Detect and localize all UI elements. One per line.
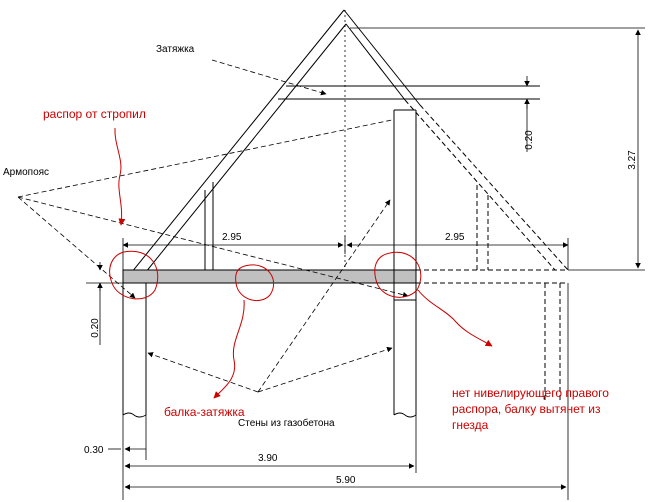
dim-label-inner-span: 3.90 [258, 453, 278, 464]
collar-tie [278, 85, 540, 100]
red-highlight-circles [109, 250, 422, 302]
dim-label-wall-thickness: 0.30 [84, 445, 104, 456]
circle-left-support [109, 250, 159, 300]
right-wall [393, 109, 417, 418]
dim-beam-height [86, 262, 123, 345]
tie-beam-extension [416, 269, 568, 284]
left-post [204, 182, 214, 270]
leader-ring-beam [17, 119, 409, 299]
dim-label-half-span-left: 2.95 [222, 232, 242, 243]
arrow-no-right-thrust [417, 289, 493, 347]
right-wall-dashed [544, 283, 561, 400]
dim-label-ridge-height: 3.27 [627, 150, 638, 170]
dim-label-total-span: 5.90 [336, 475, 356, 486]
left-wall [122, 283, 147, 418]
note-no-right-thrust-2: распора, балку вытянет из [452, 402, 601, 416]
label-walls: Стены из газобетона [238, 417, 335, 429]
right-rafter [343, 9, 421, 106]
note-beam-tie: балка-затяжка [164, 405, 245, 419]
dim-half-span-right [346, 238, 569, 270]
leader-walls [147, 199, 393, 393]
arrow-rafter-thrust [114, 127, 126, 226]
leader-tie [211, 59, 327, 96]
dim-label-tie-offset: 0.20 [524, 130, 535, 150]
note-no-right-thrust-3: гнезда [452, 418, 489, 432]
arrow-beam-tie [213, 299, 245, 399]
right-rafter-extension [404, 99, 569, 271]
dim-ridge-height [350, 27, 645, 271]
label-ring-beam: Армопояс [3, 167, 49, 178]
note-rafter-thrust: распор от стропил [43, 107, 146, 121]
dim-total-span [124, 283, 569, 500]
circle-right-support [374, 251, 422, 298]
circle-beam-mid [235, 264, 275, 302]
dim-label-beam-height: 0.20 [90, 318, 101, 338]
right-post-dashed [476, 185, 489, 270]
left-rafter [122, 9, 347, 284]
dim-inner-span [122, 415, 417, 500]
dim-half-span-left [122, 236, 346, 270]
note-no-right-thrust-1: нет нивелирующего правого [452, 386, 609, 400]
label-tie: Затяжка [156, 44, 195, 55]
dim-label-half-span-right: 2.95 [445, 232, 465, 243]
